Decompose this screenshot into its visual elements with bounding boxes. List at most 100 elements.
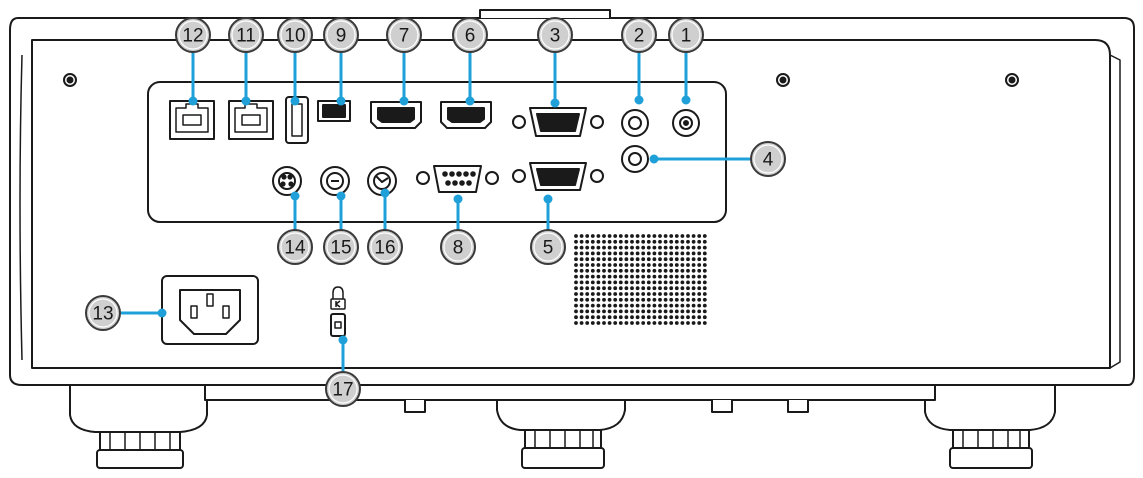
port-audio-2 [621, 109, 649, 137]
vent-hole [596, 280, 601, 285]
vent-hole [613, 303, 618, 308]
vent-hole [596, 268, 601, 273]
vent-hole [691, 292, 696, 296]
callout-badge-6: 6 [452, 17, 488, 53]
vent-hole [652, 251, 657, 256]
vent-hole [652, 309, 657, 314]
vent-hole [574, 268, 578, 273]
vent-hole [686, 251, 690, 256]
vent-hole [663, 292, 668, 296]
leader-dot-9 [336, 96, 346, 106]
bottom-rail [204, 385, 936, 401]
vent-hole [669, 315, 674, 320]
vent-hole [680, 268, 685, 273]
vent-hole [697, 280, 702, 285]
vent-hole [618, 239, 623, 244]
vent-hole [602, 268, 606, 273]
vent-hole [596, 292, 601, 296]
vent-hole [697, 274, 702, 279]
vent-hole [652, 286, 657, 291]
vent-hole [669, 303, 674, 308]
vent-hole [669, 280, 674, 285]
vent-hole [596, 239, 601, 244]
vent-hole [641, 303, 646, 308]
vent-hole [596, 234, 601, 238]
vent-hole [579, 321, 584, 325]
vent-hole [613, 234, 618, 238]
vent-hole [607, 263, 612, 267]
callout-number-3: 3 [550, 26, 561, 47]
vent-hole [590, 309, 595, 314]
vent-hole [663, 280, 668, 285]
vent-hole [669, 309, 674, 314]
vent-hole [697, 234, 702, 238]
vent-hole [574, 234, 578, 238]
vent-hole [691, 263, 696, 267]
vent-hole [590, 239, 595, 244]
vent-hole [680, 274, 685, 279]
vent-hole [602, 251, 606, 256]
vent-hole [697, 292, 702, 296]
vent-hole [641, 280, 646, 285]
vent-hole [574, 257, 578, 262]
vent-hole [652, 315, 657, 320]
vent-hole [663, 286, 668, 291]
vent-hole [663, 239, 668, 244]
vent-hole [624, 245, 629, 250]
vent-hole [652, 234, 657, 238]
vent-hole [635, 257, 640, 262]
vent-hole [579, 274, 584, 279]
vent-hole [585, 303, 590, 308]
vent-hole [585, 309, 590, 314]
vent-hole [641, 263, 646, 267]
callout-badge-3: 3 [537, 17, 573, 53]
vent-hole [624, 286, 629, 291]
vent-hole [674, 239, 679, 244]
foot-left [69, 384, 208, 469]
vent-hole [641, 315, 646, 320]
vent-hole [596, 274, 601, 279]
vent-hole [624, 297, 629, 302]
vent-hole [641, 268, 646, 273]
vent-hole [697, 257, 702, 262]
vent-hole [602, 303, 606, 308]
vent-hole [585, 245, 590, 250]
vent-hole [658, 297, 662, 302]
callout-badge-7: 7 [386, 17, 422, 53]
leader-dot-1 [681, 95, 691, 105]
vent-hole [590, 286, 595, 291]
vent-hole [663, 257, 668, 262]
vent-hole [624, 251, 629, 256]
vent-hole [702, 268, 707, 273]
vent-hole [686, 321, 690, 325]
screw-right [1005, 73, 1019, 87]
vent-hole [607, 274, 612, 279]
vent-hole [574, 239, 578, 244]
screw-left [63, 73, 77, 87]
vent-hole [680, 321, 685, 325]
vent-hole [702, 234, 707, 238]
vent-hole [602, 286, 606, 291]
vent-hole [652, 263, 657, 267]
vent-hole [658, 315, 662, 320]
vent-hole [686, 303, 690, 308]
vent-hole [602, 234, 606, 238]
vent-hole [630, 251, 634, 256]
vent-hole [607, 321, 612, 325]
vent-hole [702, 292, 707, 296]
vent-hole [702, 251, 707, 256]
vent-hole [630, 268, 634, 273]
vent-hole [602, 280, 606, 285]
vent-hole [602, 257, 606, 262]
vent-hole [686, 239, 690, 244]
vent-hole [680, 280, 685, 285]
vent-hole [697, 268, 702, 273]
port-vga-5 [512, 162, 604, 191]
vent-hole [697, 309, 702, 314]
vent-hole [680, 263, 685, 267]
vent-hole [607, 234, 612, 238]
vent-hole [674, 321, 679, 325]
vent-hole [669, 234, 674, 238]
vent-hole [630, 234, 634, 238]
vent-hole [674, 286, 679, 291]
